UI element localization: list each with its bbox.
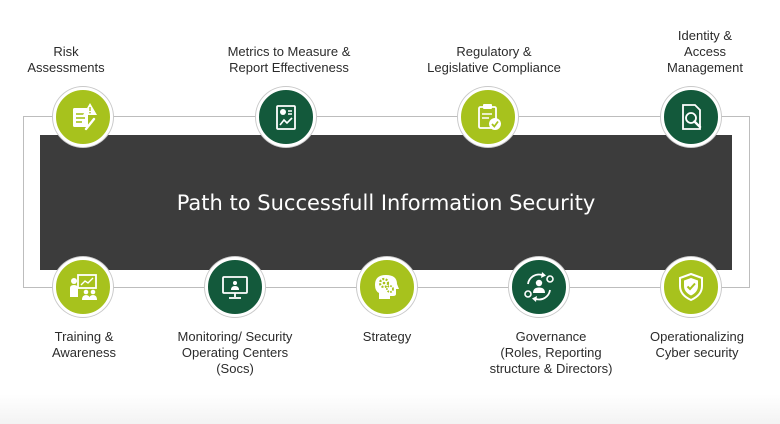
- head-gears-icon: [375, 275, 399, 299]
- monitoring-node: [205, 257, 265, 317]
- label-risk-assessments: Risk Assessments: [27, 44, 105, 75]
- path-banner: Path to Successfull Information Security: [40, 135, 732, 270]
- label-metrics: Metrics to Measure & Report Effectivenes…: [227, 44, 351, 75]
- report-chart-icon: [276, 105, 296, 130]
- label-monitoring: Monitoring/ Security Operating Centers (…: [177, 329, 293, 376]
- strategy-node: [357, 257, 417, 317]
- label-training: Training & Awareness: [51, 329, 117, 360]
- banner-title: Path to Successfull Information Security: [176, 190, 596, 215]
- monitor-icon: [222, 276, 248, 299]
- document-search-icon: [682, 104, 702, 130]
- presentation-icon: [70, 274, 97, 300]
- metrics-node: [256, 87, 316, 147]
- label-governance: Governance (Roles, Reporting structure &…: [489, 329, 613, 376]
- label-operationalizing: Operationalizing Cyber security: [650, 329, 744, 360]
- person-cycle-icon: [524, 272, 554, 302]
- identity-access-node: [661, 87, 721, 147]
- shield-check-icon: [679, 272, 703, 302]
- regulatory-node: [458, 87, 518, 147]
- label-regulatory: Regulatory & Legislative Compliance: [427, 44, 561, 75]
- clipboard-check-icon: [478, 104, 501, 130]
- training-node: [53, 257, 113, 317]
- risk-document-icon: [73, 103, 97, 131]
- governance-node: [509, 257, 569, 317]
- risk-assessments-node: [53, 87, 113, 147]
- label-strategy: Strategy: [362, 329, 412, 344]
- label-identity-access: Identity & Access Management: [667, 28, 743, 75]
- operationalizing-node: [661, 257, 721, 317]
- bottom-fade: [0, 394, 780, 424]
